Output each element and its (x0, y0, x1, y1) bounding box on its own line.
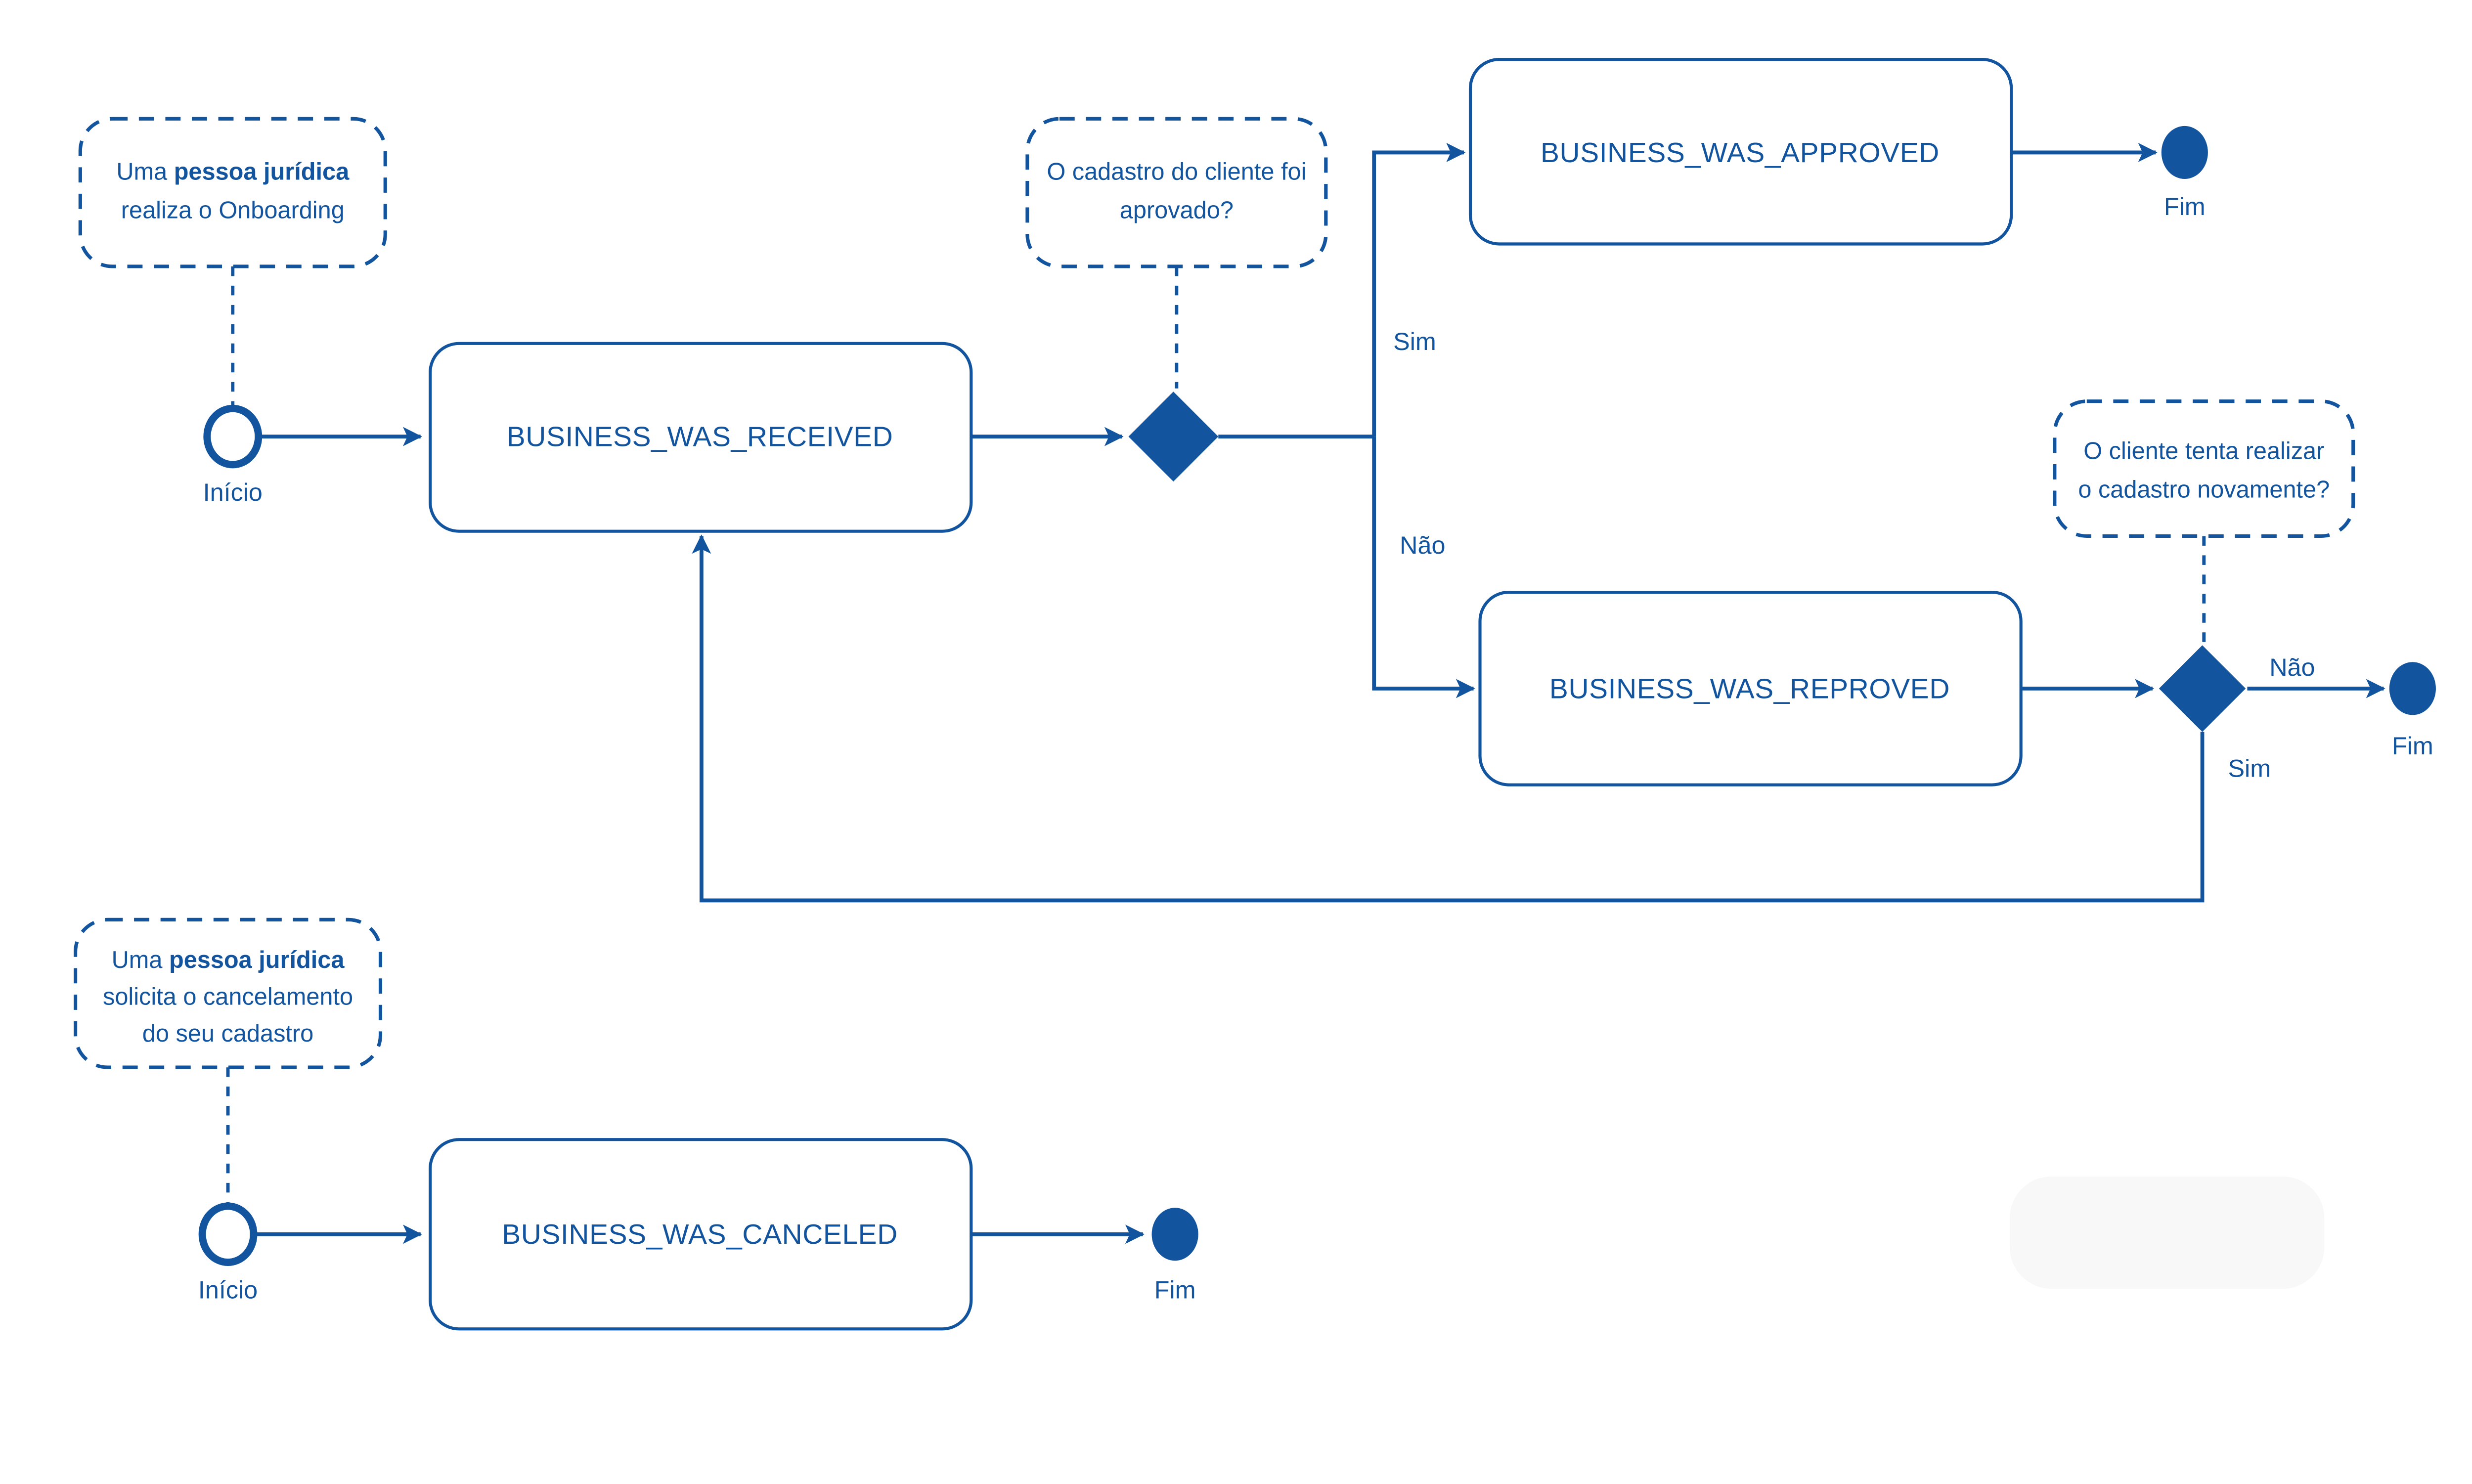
state-business-was-canceled-label: BUSINESS_WAS_CANCELED (502, 1219, 898, 1250)
branch-label-yes-approval: Sim (1393, 327, 1436, 355)
state-business-was-approved: BUSINESS_WAS_APPROVED (1468, 58, 2013, 246)
state-business-was-approved-box (1468, 58, 2013, 246)
decision-retry-diamond (2159, 645, 2246, 732)
end-label-approved: Fim (2164, 192, 2206, 220)
note-cancellation-line1: Uma pessoa jurídica (112, 947, 345, 973)
end-node-reproved (2389, 662, 2436, 715)
state-business-was-reproved-box (1478, 590, 2023, 786)
note-onboarding-box (78, 117, 387, 268)
end-label-canceled: Fim (1154, 1276, 1196, 1304)
state-business-was-received-label: BUSINESS_WAS_RECEIVED (507, 422, 893, 453)
state-business-was-received-box (429, 342, 973, 533)
watermark-blob-corner (2009, 1176, 2325, 1289)
decision-approval-diamond (1128, 392, 1219, 482)
start-node-cancellation (198, 1202, 258, 1266)
note-cancellation: Uma pessoa jurídica solicita o cancelame… (74, 917, 383, 1069)
state-business-was-canceled: BUSINESS_WAS_CANCELED (429, 1138, 973, 1331)
note-approval-question-line1: O cadastro do cliente foi (1047, 159, 1306, 185)
note-retry-question-box (2053, 399, 2355, 538)
note-retry-question-line2: o cadastro novamente? (2078, 476, 2330, 503)
branch-label-no-approval: Não (1400, 531, 1445, 559)
start-node-onboarding (203, 404, 263, 469)
note-retry-question: O cliente tenta realizar o cadastro nova… (2053, 399, 2355, 538)
note-cancellation-box (74, 917, 383, 1069)
state-business-was-reproved-label: BUSINESS_WAS_REPROVED (1549, 673, 1950, 704)
branch-label-yes-retry: Sim (2228, 754, 2271, 782)
start-label-cancellation: Início (198, 1276, 258, 1304)
state-diagram-canvas: Uma pessoa jurídica realiza o Onboarding… (74, 58, 2436, 1331)
end-node-approved (2161, 126, 2208, 179)
state-business-was-received: BUSINESS_WAS_RECEIVED (429, 342, 973, 533)
note-onboarding: Uma pessoa jurídica realiza o Onboarding (78, 117, 387, 268)
note-approval-question: O cadastro do cliente foi aprovado? (1025, 117, 1328, 268)
state-business-was-canceled-box (429, 1138, 973, 1331)
note-cancellation-line2: solicita o cancelamento (103, 983, 353, 1010)
state-business-was-approved-label: BUSINESS_WAS_APPROVED (1541, 137, 1940, 169)
edge-branch-no-to-reproved (1372, 436, 1475, 698)
branch-label-no-retry: Não (2269, 653, 2315, 681)
note-onboarding-line2: realiza o Onboarding (121, 197, 345, 224)
edge-decision2-yes-loop-to-received (692, 534, 2205, 903)
note-approval-question-box (1025, 117, 1328, 268)
note-onboarding-line1: Uma pessoa jurídica (116, 159, 350, 185)
start-label-onboarding: Início (203, 478, 263, 506)
note-approval-question-line2: aprovado? (1120, 197, 1234, 224)
note-retry-question-line1: O cliente tenta realizar (2083, 438, 2324, 465)
note-cancellation-line3: do seu cadastro (142, 1020, 313, 1047)
end-node-canceled (1151, 1208, 1198, 1261)
edge-branch-yes-to-approved (1372, 142, 1466, 437)
state-business-was-reproved: BUSINESS_WAS_REPROVED (1478, 590, 2023, 786)
end-label-reproved: Fim (2392, 732, 2433, 760)
